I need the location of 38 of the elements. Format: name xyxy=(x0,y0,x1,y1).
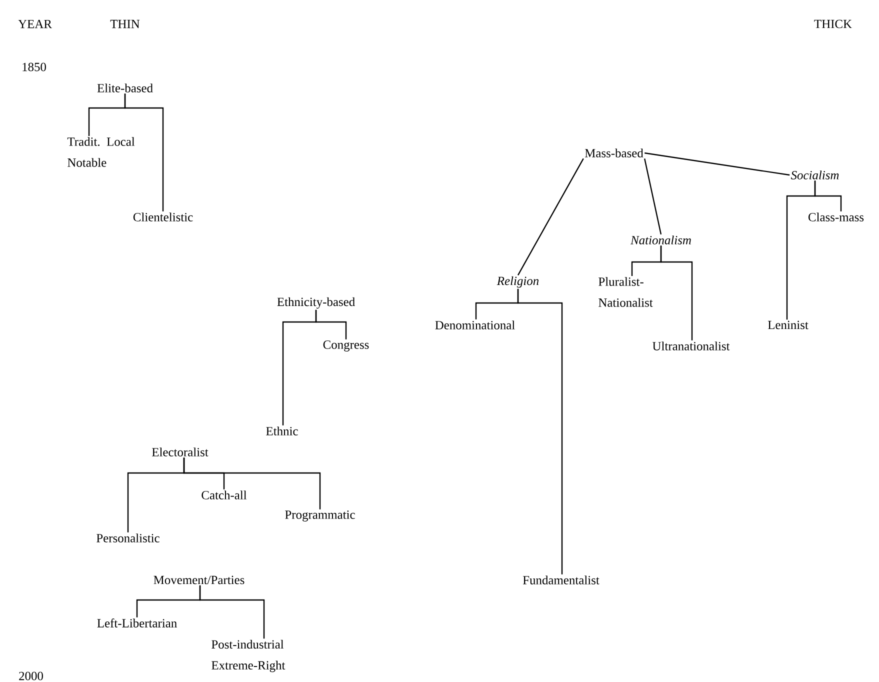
tree-line xyxy=(517,158,584,276)
axis-label: YEAR xyxy=(18,20,52,28)
tree-line xyxy=(517,288,563,574)
category-label: Leninist xyxy=(768,320,808,330)
axis-label: 2000 xyxy=(19,672,43,680)
category-label: Congress xyxy=(323,340,369,352)
category-label: Catch-all xyxy=(202,490,247,500)
category-label: Tradit. Local Notable xyxy=(67,137,135,167)
tree-line xyxy=(814,180,842,212)
category-label: Ethnic xyxy=(266,426,298,436)
category-label: Ethnicity-based xyxy=(277,297,355,309)
tree-line xyxy=(644,158,662,235)
category-label: Fundamentalist xyxy=(522,576,600,584)
axis-label: THICK xyxy=(814,20,852,28)
category-label: Elite-based xyxy=(97,84,153,92)
category-label: Electoralist xyxy=(152,448,208,456)
tree-line xyxy=(660,246,693,340)
category-label: Religion xyxy=(496,276,539,288)
tree-line xyxy=(282,310,317,426)
category-label: Class-mass xyxy=(808,212,864,222)
category-label: Denominational xyxy=(435,320,515,330)
category-label: Ultranationalist xyxy=(652,342,730,350)
category-label: Pluralist-Nationalist xyxy=(598,277,653,307)
tree-line xyxy=(199,585,265,639)
category-label: Personalistic xyxy=(96,534,160,542)
tree-line xyxy=(644,152,790,176)
category-label: Post-industrial Extreme-Right xyxy=(212,640,286,672)
axis-label: 1850 xyxy=(22,62,46,72)
axis-label: THIN xyxy=(110,20,140,28)
category-label: Mass-based xyxy=(584,148,644,158)
category-label: Left-Libertarian xyxy=(97,618,177,628)
category-label: Programmatic xyxy=(285,510,355,522)
category-label: Socialism xyxy=(790,170,839,180)
tree-line xyxy=(183,458,321,510)
category-label: Movement/Parties xyxy=(154,576,244,584)
category-label: Clientelistic xyxy=(133,212,193,222)
tree-line xyxy=(124,94,164,212)
category-label: Nationalism xyxy=(630,236,691,244)
